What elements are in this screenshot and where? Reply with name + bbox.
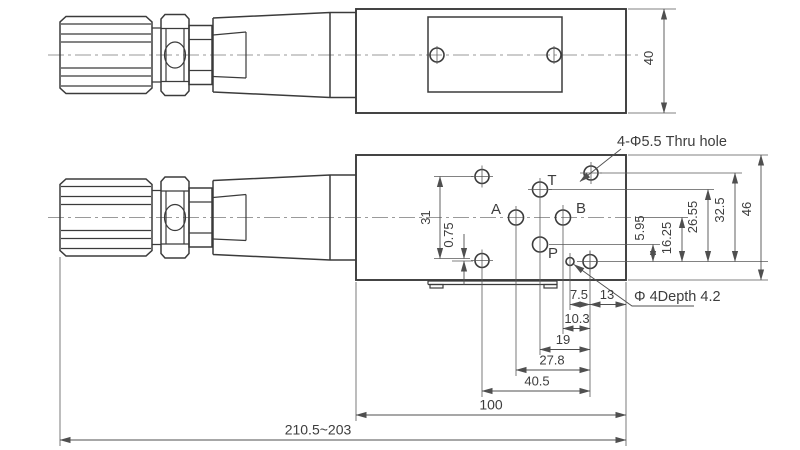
dim40-extensions [628, 8, 676, 114]
lock-nut-bulge [163, 41, 187, 69]
knob-neck [152, 27, 161, 83]
port-label-b: B [576, 200, 586, 217]
dim-bolt-to-edge: 13 [600, 287, 614, 302]
dim-bolt-vertical-offset: 0.75 [441, 222, 456, 247]
lock-nut-lines-2 [161, 190, 189, 245]
top-body-plate [427, 16, 563, 93]
lock-nut-outline-2 [160, 176, 190, 259]
thru-hole-leader [579, 148, 622, 182]
bonnet-inner-2 [212, 193, 247, 242]
pin-hole-note: Φ 4Depth 4.2 [634, 289, 721, 305]
knob-neck-2 [152, 189, 161, 246]
gasket-tab-left [429, 283, 444, 289]
dim-body-height: 46 [739, 202, 754, 216]
dim-bolt-horizontal-span: 40.5 [524, 374, 549, 389]
gasket-tab-right [543, 283, 558, 289]
knob-knurl-lines-2 [61, 185, 151, 250]
port-label-a: A [491, 201, 501, 218]
dim-t-port-to-bolt: 19 [556, 332, 570, 347]
port-label-p: P [548, 245, 558, 262]
port-label-t: T [547, 172, 556, 189]
top-hole-ticks [436, 46, 555, 64]
lock-nut-outline [160, 13, 190, 97]
dim-a-port-to-bolt: 27.8 [539, 353, 564, 368]
thru-hole-note: 4-Φ5.5 Thru hole [617, 134, 727, 150]
dim-overall-length: 210.5~203 [285, 422, 352, 438]
bonnet-cylinder [330, 11, 356, 99]
dim-b-port-to-bolt: 10.3 [564, 311, 589, 326]
dimension-layer: 31 0.75 5.95 16.25 26.55 32.5 46 7.5 13 … [59, 134, 768, 446]
knob-outline [59, 15, 153, 95]
dim-ab-ports-height: 16.25 [659, 222, 674, 255]
bonnet-cone [212, 11, 331, 99]
bottom-view: A B T P [48, 154, 642, 289]
hex-nut-flats [189, 38, 212, 72]
bonnet-inner [212, 31, 247, 79]
dim-bolt-vertical-span: 31 [418, 210, 433, 224]
top-view: 40 [48, 8, 676, 114]
lock-nut-bulge-2 [163, 203, 187, 232]
lock-nut-lines [161, 27, 189, 83]
gasket-strip [427, 280, 558, 286]
pin-hole-leader [573, 264, 694, 307]
top-body [355, 8, 627, 114]
dim-t-port-height: 26.55 [685, 201, 700, 234]
dim-p-port-height: 5.95 [632, 215, 647, 240]
bonnet-cylinder-2 [330, 174, 356, 261]
dim-pin-to-bolt: 7.5 [570, 287, 588, 302]
bottom-body [355, 154, 627, 281]
knob-knurl-lines [61, 23, 151, 87]
dim-bolt-holes-vertical: 32.5 [712, 197, 727, 222]
hex-nut [188, 24, 213, 86]
knob-outline-2 [59, 178, 153, 257]
bonnet-cone-2 [212, 174, 331, 261]
dim-top-height: 40 [641, 51, 656, 65]
dim-body-length: 100 [479, 397, 503, 413]
hex-nut-flats-2 [189, 201, 212, 234]
hex-nut-2 [188, 187, 213, 248]
